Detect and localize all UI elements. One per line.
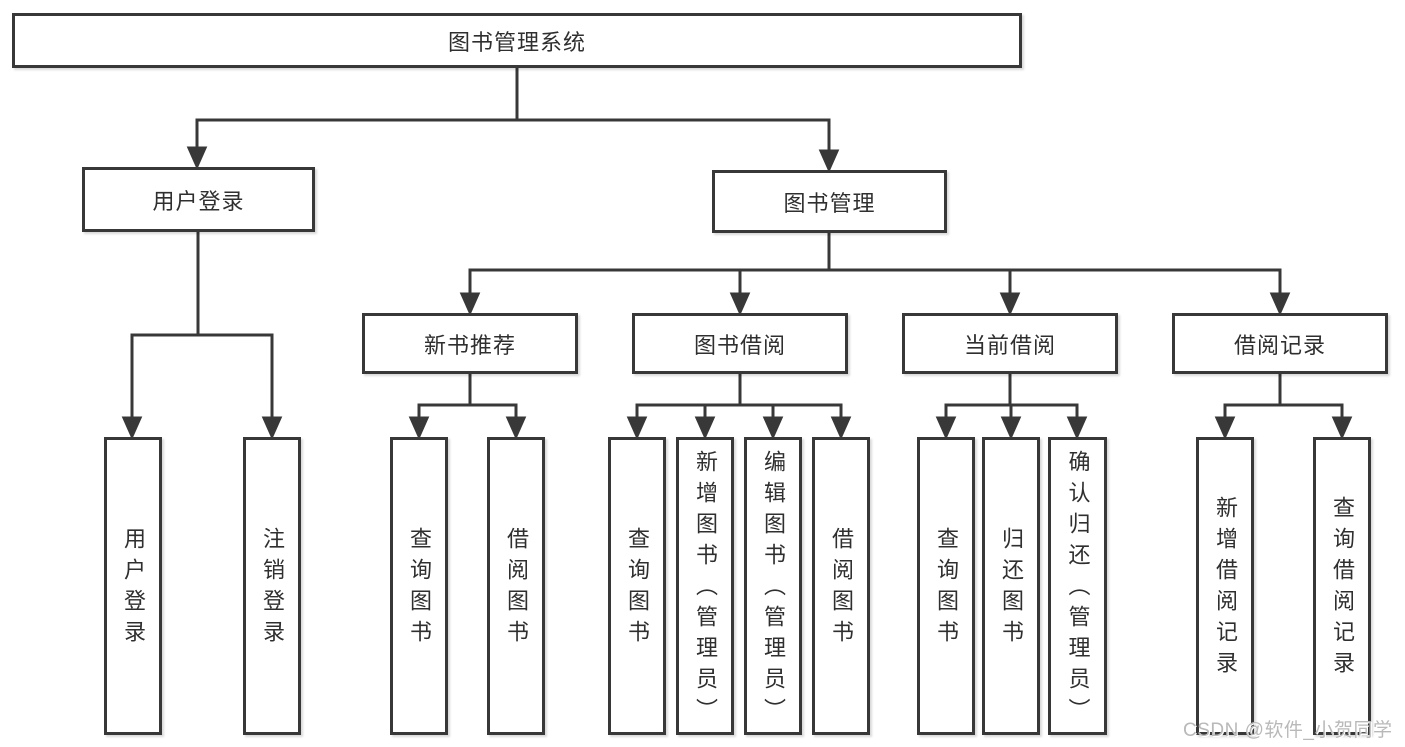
arrow-down-icon xyxy=(261,416,283,440)
leaf-return-book: 归还图书 xyxy=(982,437,1040,735)
arrow-down-icon xyxy=(694,416,716,440)
arrow-down-icon xyxy=(626,416,648,440)
node-borrow-records: 借阅记录 xyxy=(1172,313,1388,374)
arrow-down-icon xyxy=(729,292,751,316)
arrow-down-icon xyxy=(1000,416,1022,440)
connector-root-split xyxy=(186,68,840,173)
arrow-down-icon xyxy=(935,416,957,440)
leaf-query-books-recommend: 查询图书 xyxy=(390,437,448,735)
arrow-down-icon xyxy=(818,149,840,173)
node-book-management: 图书管理 xyxy=(712,170,947,233)
arrow-down-icon xyxy=(1331,416,1353,440)
connector-current-borrow-split xyxy=(935,374,1088,440)
leaf-edit-book-admin: 编辑图书（管理员） xyxy=(744,437,802,735)
arrow-down-icon xyxy=(762,416,784,440)
arrow-down-icon xyxy=(408,416,430,440)
arrow-down-icon xyxy=(121,416,143,440)
arrow-down-icon xyxy=(830,416,852,440)
leaf-logout: 注销登录 xyxy=(243,437,301,735)
connector-user-login-split xyxy=(121,232,283,440)
leaf-query-borrow-record: 查询借阅记录 xyxy=(1313,437,1371,735)
leaf-borrow-books: 借阅图书 xyxy=(812,437,870,735)
connector-new-book-split xyxy=(408,374,527,440)
leaf-user-login: 用户登录 xyxy=(104,437,162,735)
connector-book-borrow-split xyxy=(626,374,852,440)
connector-book-management-split xyxy=(459,233,1291,316)
arrow-down-icon xyxy=(459,292,481,316)
connector-borrow-record-split xyxy=(1214,374,1353,440)
leaf-borrow-books-recommend: 借阅图书 xyxy=(487,437,545,735)
arrow-down-icon xyxy=(1214,416,1236,440)
node-user-login: 用户登录 xyxy=(82,167,315,232)
leaf-query-books-borrow: 查询图书 xyxy=(608,437,666,735)
leaf-confirm-return-admin: 确认归还（管理员） xyxy=(1048,437,1107,735)
csdn-watermark: CSDN @软件_小贺同学 xyxy=(1183,720,1393,741)
arrow-down-icon xyxy=(1269,292,1291,316)
node-new-book-recommend: 新书推荐 xyxy=(362,313,578,374)
arrow-down-icon xyxy=(505,416,527,440)
node-current-borrow: 当前借阅 xyxy=(902,313,1118,374)
node-root-system: 图书管理系统 xyxy=(12,13,1022,68)
arrow-down-icon xyxy=(1066,416,1088,440)
node-book-borrow: 图书借阅 xyxy=(632,313,848,374)
leaf-add-book-admin: 新增图书（管理员） xyxy=(676,437,734,735)
arrow-down-icon xyxy=(186,146,208,170)
leaf-query-books-current: 查询图书 xyxy=(917,437,975,735)
leaf-add-borrow-record: 新增借阅记录 xyxy=(1196,437,1254,735)
arrow-down-icon xyxy=(999,292,1021,316)
